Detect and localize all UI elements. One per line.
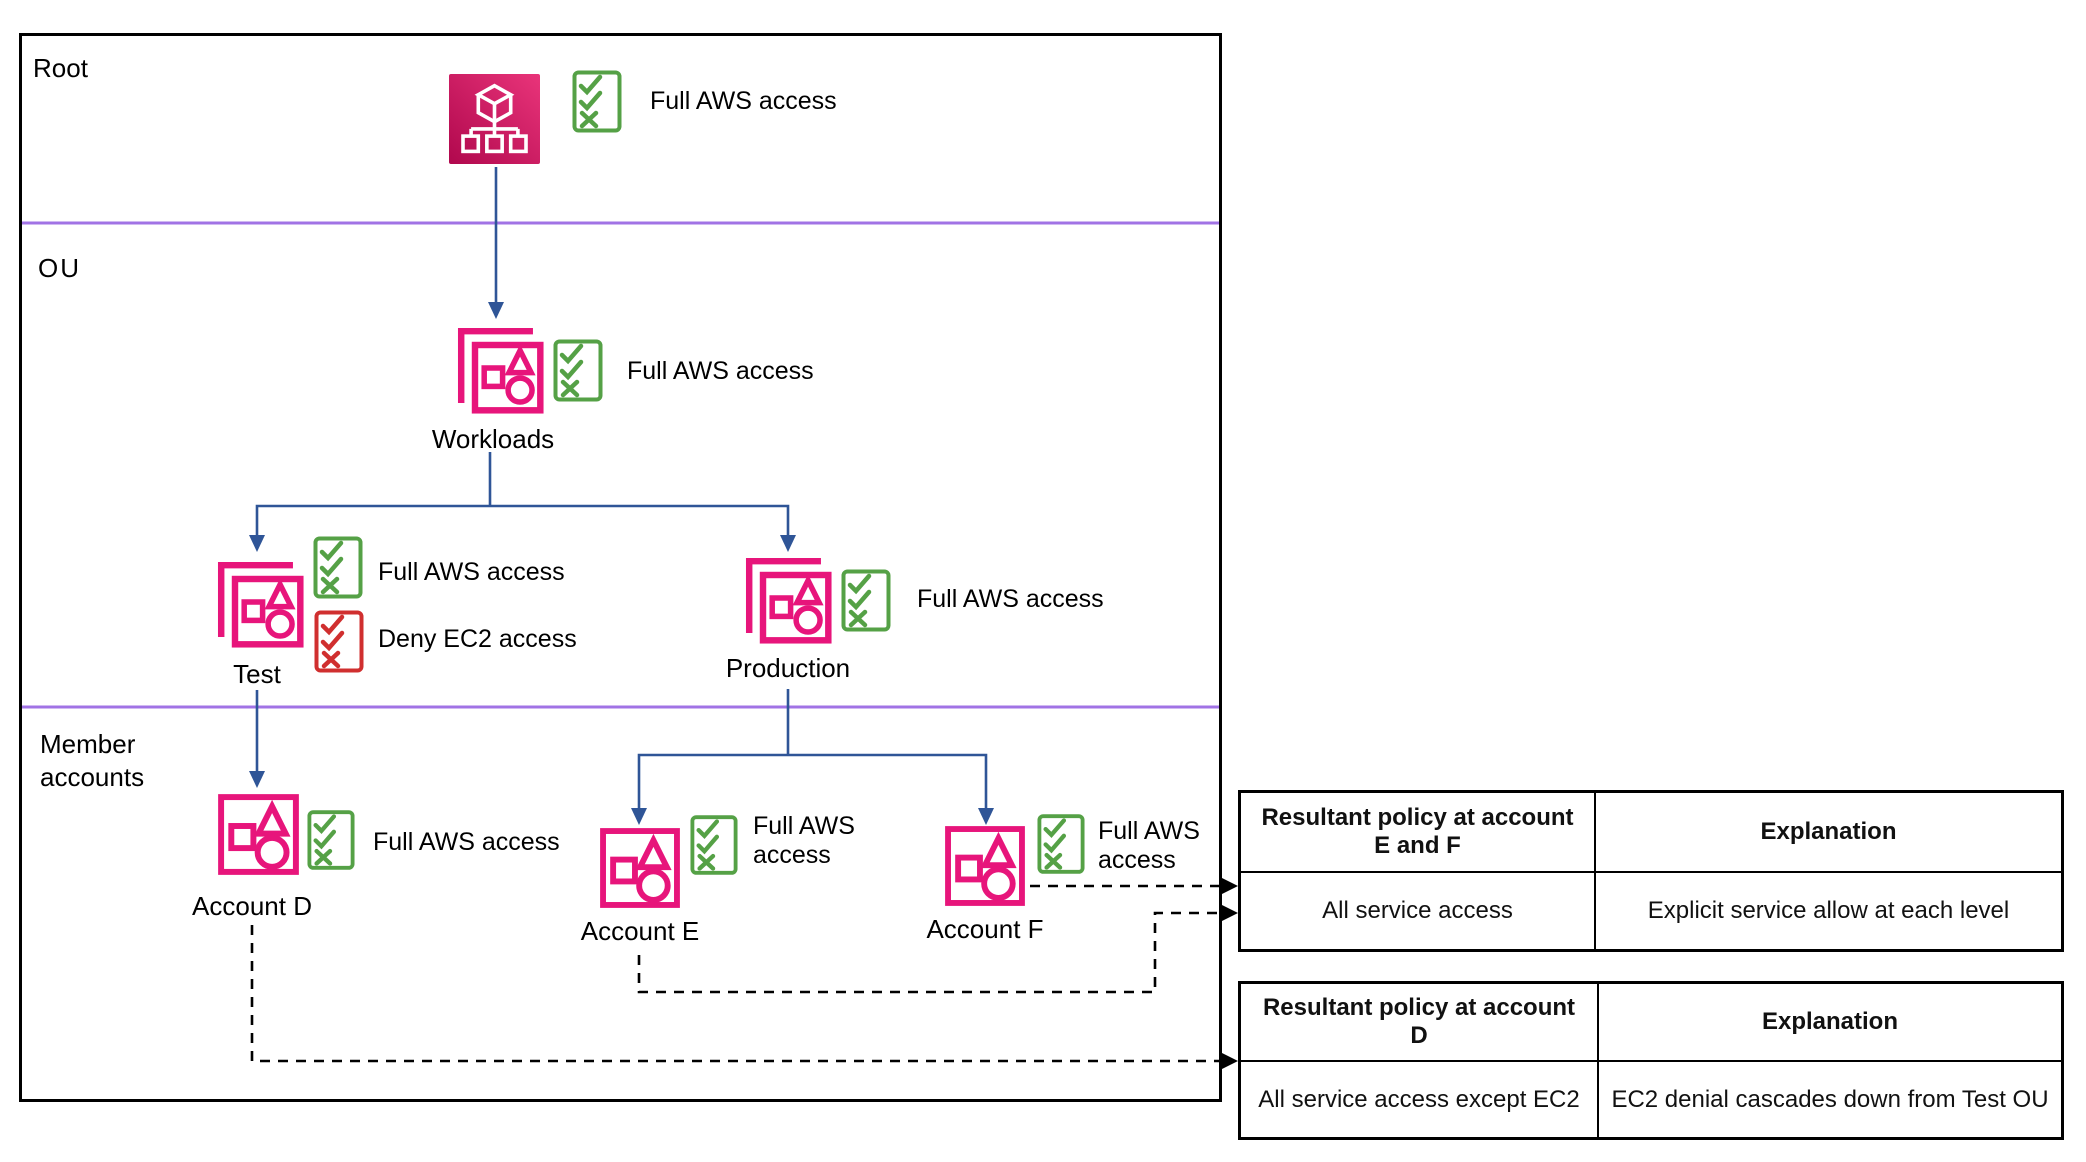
arrowhead-table2	[1222, 1053, 1238, 1069]
section-label-root: Root	[33, 53, 88, 83]
production-label: Production	[725, 653, 851, 683]
policy-allow-icon	[572, 70, 622, 133]
account-f-policy-label: Full AWS access	[1098, 817, 1200, 874]
organizations-root-icon	[449, 74, 540, 164]
ou-icon-production	[745, 557, 832, 644]
account-e-label: Account E	[580, 916, 700, 946]
table-header-cell: Explanation	[1595, 792, 2062, 872]
policy-allow-icon	[307, 810, 355, 870]
section-label-ou: OU	[38, 253, 81, 283]
root-policy-label: Full AWS access	[650, 87, 837, 115]
account-d-label: Account D	[192, 891, 312, 921]
organizations-glyph	[461, 83, 528, 154]
table-header-cell: Resultant policy at account D	[1240, 983, 1598, 1061]
workloads-label: Workloads	[431, 424, 555, 454]
account-d-policy-label: Full AWS access	[373, 828, 560, 856]
production-policy-label: Full AWS access	[917, 585, 1104, 613]
account-icon-f	[945, 826, 1025, 906]
workloads-policy-label: Full AWS access	[627, 357, 814, 385]
test-label: Test	[233, 659, 281, 689]
account-icon-e	[600, 828, 680, 908]
table-data-cell: EC2 denial cascades down from Test OU	[1598, 1061, 2062, 1138]
dashed-arrowheads	[1222, 878, 1238, 1069]
table-data-cell: All service access	[1240, 872, 1595, 950]
table-header-cell: Explanation	[1598, 983, 2062, 1061]
policy-deny-icon	[314, 610, 364, 673]
section-label-member-accounts: Member accounts	[40, 729, 145, 792]
account-f-label: Account F	[926, 914, 1044, 944]
policy-allow-icon	[690, 815, 738, 875]
account-e-policy-label: Full AWS access	[753, 812, 855, 869]
ou-icon-test	[217, 561, 304, 648]
table-data-cell: Explicit service allow at each level	[1595, 872, 2062, 950]
policy-allow-icon	[553, 339, 603, 402]
ou-icon-workloads	[457, 327, 544, 414]
resultant-policy-table-d: Resultant policy at account D Explanatio…	[1238, 981, 2064, 1140]
arrowhead-table1-upper	[1222, 878, 1238, 894]
test-allow-policy-label: Full AWS access	[378, 558, 565, 586]
policy-allow-icon	[841, 569, 891, 632]
table-data-cell: All service access except EC2	[1240, 1061, 1598, 1138]
test-deny-policy-label: Deny EC2 access	[378, 625, 577, 653]
policy-allow-icon	[1037, 814, 1085, 874]
policy-allow-icon	[313, 536, 363, 599]
account-icon-d	[218, 794, 299, 875]
arrowhead-table1-lower	[1222, 905, 1238, 921]
table-header-cell: Resultant policy at account E and F	[1240, 792, 1595, 872]
resultant-policy-table-ef: Resultant policy at account E and F Expl…	[1238, 790, 2064, 952]
